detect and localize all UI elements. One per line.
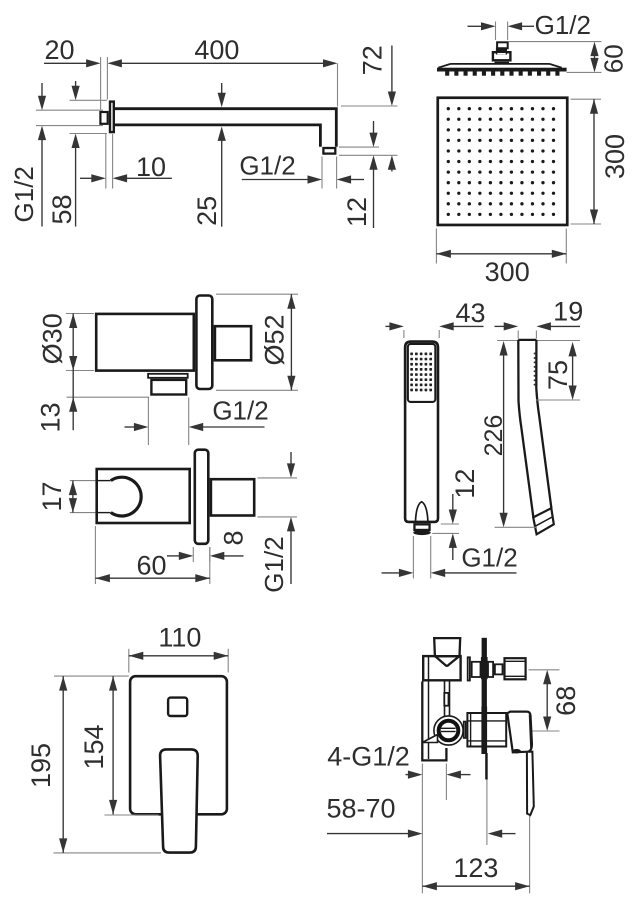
svg-text:13: 13 [36,402,66,432]
svg-text:25: 25 [192,196,222,226]
svg-text:G1/2: G1/2 [259,536,289,592]
svg-text:110: 110 [158,623,201,653]
svg-text:19: 19 [553,296,583,326]
svg-text:17: 17 [37,481,67,511]
svg-text:43: 43 [455,298,485,328]
svg-text:75: 75 [543,360,573,390]
svg-text:8: 8 [219,530,249,545]
svg-text:10: 10 [136,152,166,182]
svg-text:G1/2: G1/2 [461,543,517,573]
svg-text:300: 300 [485,257,530,287]
svg-text:60: 60 [598,44,628,73]
svg-text:G1/2: G1/2 [9,166,39,222]
svg-text:58-70: 58-70 [326,794,395,824]
svg-text:400: 400 [194,35,239,65]
svg-text:G1/2: G1/2 [212,396,268,426]
svg-text:Ø52: Ø52 [260,314,290,365]
svg-text:226: 226 [480,415,508,457]
svg-text:58: 58 [47,194,77,224]
svg-text:60: 60 [136,551,166,581]
svg-text:4-G1/2: 4-G1/2 [327,741,410,771]
svg-text:123: 123 [453,853,498,883]
svg-text:Ø30: Ø30 [38,313,68,364]
svg-text:300: 300 [600,134,630,179]
svg-text:154: 154 [79,724,109,769]
svg-text:195: 195 [26,743,56,788]
svg-text:68: 68 [551,686,581,716]
svg-text:12: 12 [342,197,372,227]
svg-text:20: 20 [44,35,74,65]
svg-text:12: 12 [450,469,480,499]
svg-text:72: 72 [357,45,387,75]
svg-text:G1/2: G1/2 [535,10,591,40]
svg-text:G1/2: G1/2 [239,151,295,181]
